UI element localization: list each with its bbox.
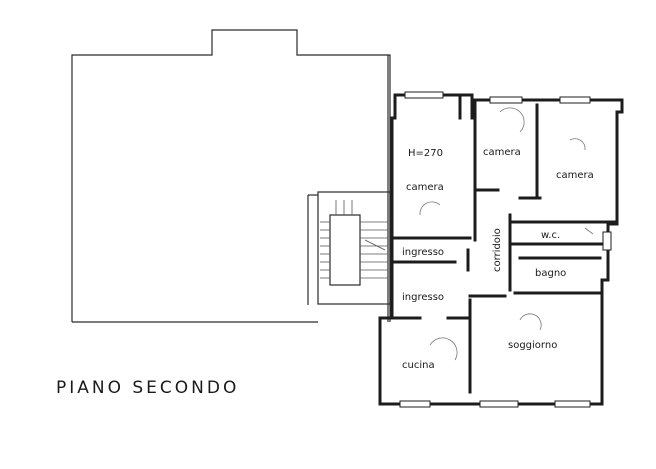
room-label-corridoio: corridoio bbox=[492, 228, 503, 272]
room-label-cucina: cucina bbox=[402, 360, 435, 371]
adjacent-area-outline bbox=[71, 29, 391, 323]
windows bbox=[399, 91, 612, 408]
room-label-camera-left: camera bbox=[406, 182, 444, 193]
plan-title: PIANO SECONDO bbox=[56, 378, 239, 398]
room-label-ingresso: ingresso bbox=[402, 292, 444, 303]
room-label-camera-mid: camera bbox=[483, 147, 521, 158]
staircase bbox=[307, 191, 391, 305]
apartment-walls bbox=[378, 93, 624, 406]
fixtures bbox=[419, 107, 594, 361]
height-note: H=270 bbox=[408, 148, 443, 159]
room-label-bagno: bagno bbox=[535, 268, 566, 279]
room-label-wc: w.c. bbox=[541, 230, 560, 241]
room-label-soggiorno: soggiorno bbox=[508, 340, 557, 351]
room-label-camera-right: camera bbox=[556, 170, 594, 181]
room-label-ingresso-small: ingresso bbox=[402, 247, 444, 258]
